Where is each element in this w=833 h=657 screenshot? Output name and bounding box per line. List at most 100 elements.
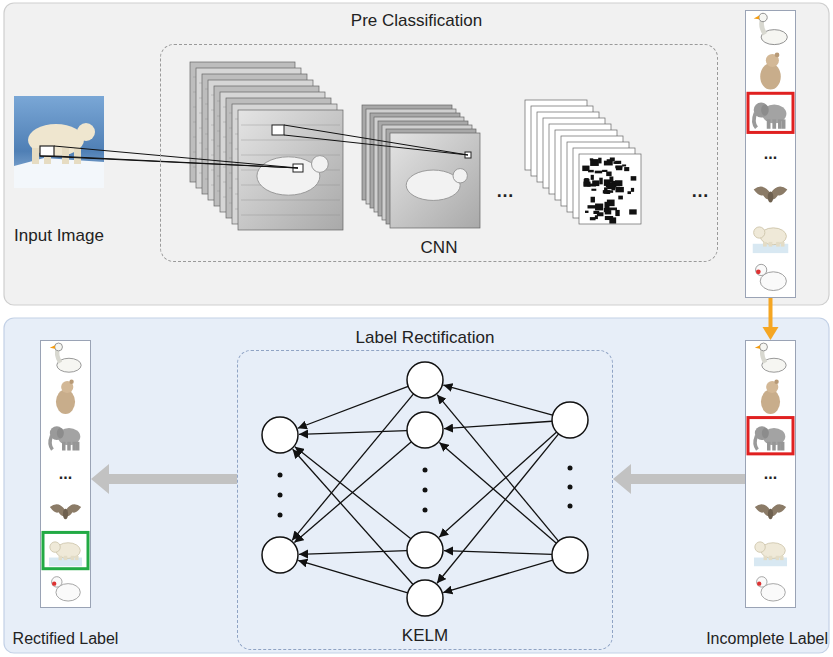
weight-link [294,442,411,543]
bear-head [77,123,95,141]
neuron [552,537,588,573]
activation-blob [597,212,604,216]
feature-stack [525,100,641,224]
label-strip: ...Incomplete Label [745,340,796,608]
connector-arrow [613,464,745,494]
activation-blob [624,167,629,171]
feature-map [390,133,480,228]
strip-caption: Incomplete Label [706,629,828,648]
goose-beak [754,16,760,20]
elephant-ear [57,428,64,438]
activation-blob [592,180,599,186]
elephant-icon [754,103,787,129]
arrow-shaft [107,474,237,484]
activation-blob [582,166,589,171]
activation-blob [604,161,613,166]
texture-line [241,155,340,156]
activation-blob [607,184,615,190]
weight-link [299,551,407,555]
neuron [407,532,443,568]
bear-leg [763,242,767,247]
connector-arrow [91,464,237,494]
bear-leg [59,556,62,560]
feature-map [238,110,343,230]
elephant-leg [767,119,771,128]
elephant-icon [755,426,785,450]
elephant-leg [72,442,75,451]
bear-silhouette [406,170,460,200]
bat-body [768,509,773,519]
goose-head [760,343,768,351]
bear-leg [780,556,783,560]
goose-beak [755,345,760,348]
neuron [262,417,298,453]
ellipsis-dot [423,468,428,473]
bear-leg [776,556,779,560]
bear-leg [764,556,767,560]
goose-head [759,13,767,21]
bear-leg [769,242,773,247]
label-strip: ...Rectified Label [40,340,91,608]
bear-leg [64,556,67,560]
bat-body [768,191,774,202]
ellipsis-dot [568,485,573,490]
photo-sky [14,96,104,188]
bear-head [754,227,765,238]
feature-map [579,154,641,224]
weight-link [298,560,408,592]
arrow-head [613,464,631,494]
activation-blob [627,191,631,194]
elephant-trunk [755,436,757,450]
ellipsis-dot [278,493,283,498]
activation-blob [622,164,626,166]
bird-head [757,577,767,587]
bat-body [63,509,68,519]
weight-link [298,386,408,428]
bear-leg [769,556,772,560]
weight-link [443,385,552,415]
elephant-ear [762,428,769,438]
activation-blob [595,204,603,211]
bear-silhouette [257,157,320,195]
weight-link [439,432,556,537]
weight-link [292,394,413,541]
strip-ground [745,340,796,608]
bear-leg [74,148,81,164]
bird-icon [757,577,786,601]
texture-line [241,215,340,216]
projection-line [54,146,298,168]
seal-icon [56,380,75,414]
activation-blob [591,175,594,180]
activation-blob [591,189,596,191]
connector-arrow [763,298,779,340]
kernel-window [40,146,54,156]
bird-head [756,264,767,275]
animal-ear [69,380,73,384]
weight-link [295,447,411,539]
animal-body [56,390,75,414]
animal-ear [774,380,778,384]
ellipsis: … [691,181,709,203]
elephant-leg [772,442,775,451]
bird-icon [756,264,787,290]
elephant-trunk [754,113,757,128]
elephant-leg [767,442,770,451]
activation-blob [599,178,602,185]
ellipsis: ... [59,464,72,483]
animal-body [760,63,781,89]
kelm-box: Label RectificationKELM [237,350,613,650]
animal-ear [775,53,780,58]
activation-blob [609,217,616,223]
activation-blob [618,196,623,200]
activation-blob [631,176,637,180]
top-panel [4,3,829,305]
elephant-leg [777,442,780,451]
bear-icon [753,227,789,253]
goose-icon [754,13,788,44]
bird-wattle [756,269,761,274]
strip-ground [40,340,91,608]
kelm-network [262,362,588,616]
bear-leg [75,556,78,560]
bat-icon [50,504,81,519]
activation-blob [607,200,615,207]
